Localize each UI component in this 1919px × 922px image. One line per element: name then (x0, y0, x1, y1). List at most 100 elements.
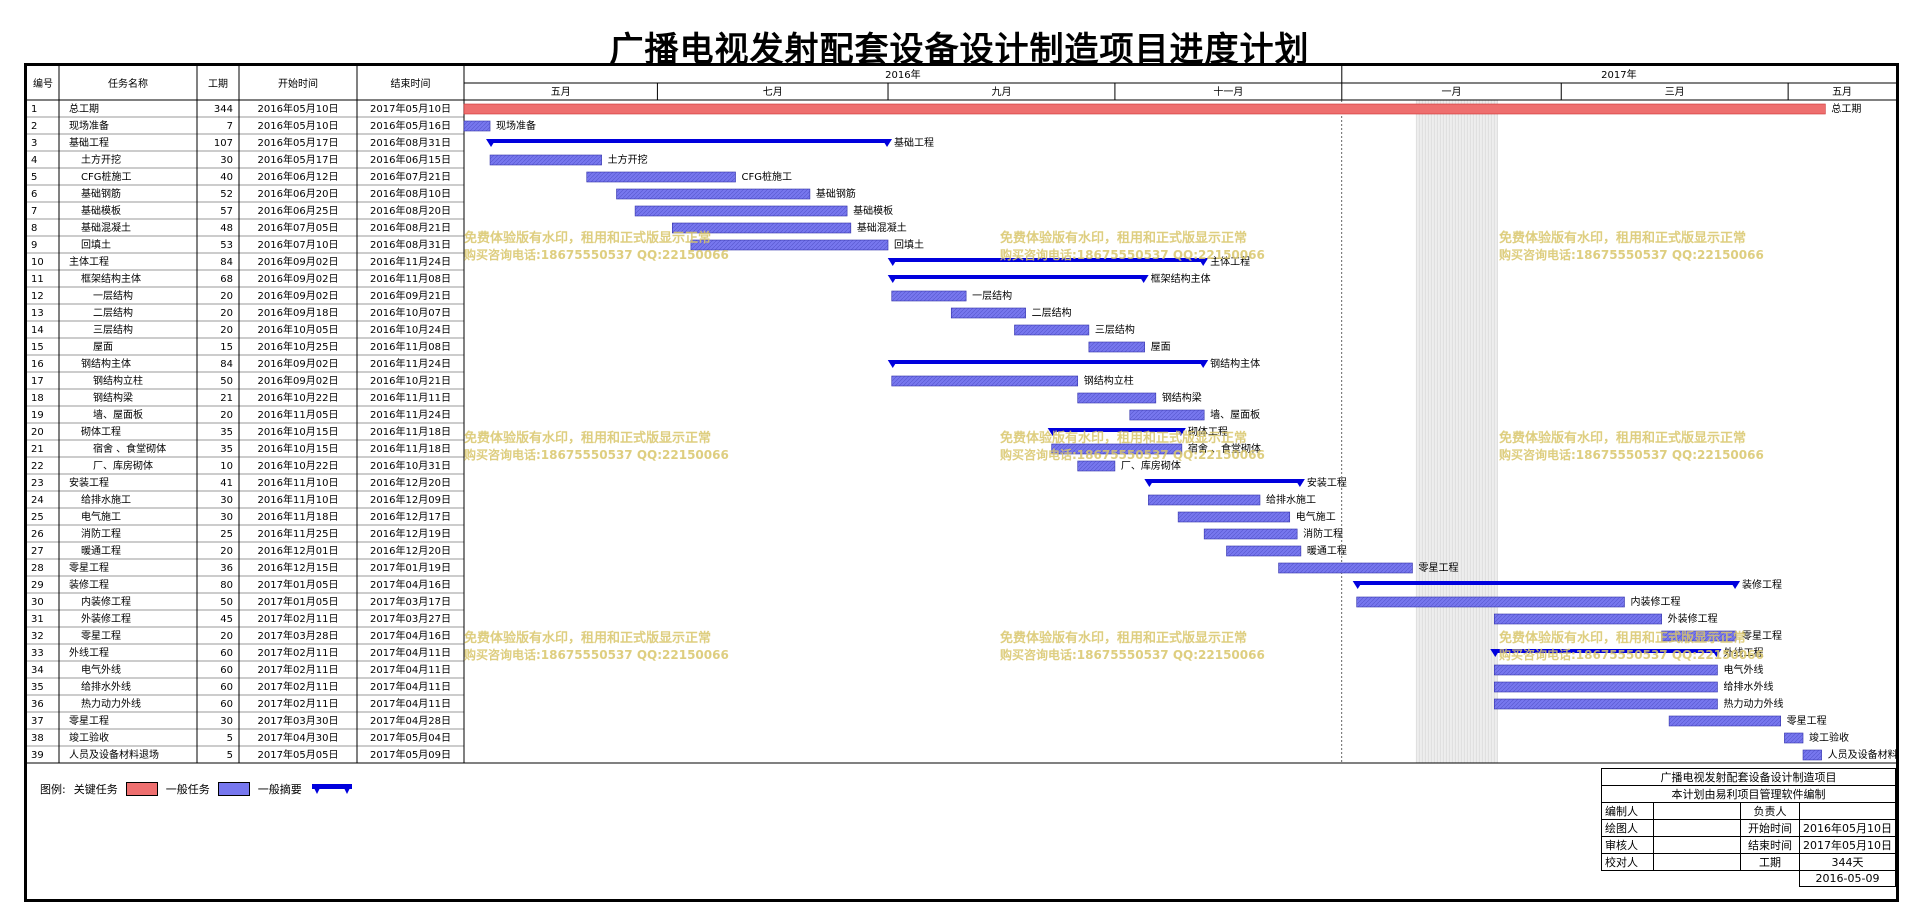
task-end: 2016年05月16日 (370, 119, 451, 132)
task-end: 2016年08月31日 (370, 238, 451, 251)
task-start: 2017年01月05日 (258, 578, 339, 591)
task-name: 钢结构梁 (93, 391, 133, 404)
task-name: 基础工程 (69, 136, 109, 149)
tb-r3-3: 2017年05月10日 (1799, 836, 1896, 854)
bar-label: 内装修工程 (1630, 595, 1680, 608)
task-name: 宿舍 、食堂砌体 (93, 442, 166, 455)
task-duration: 15 (220, 342, 233, 353)
task-duration: 20 (220, 291, 233, 302)
legend: 图例: 关键任务 一般任务 一般摘要 (40, 781, 354, 797)
summary-bar (1356, 581, 1737, 585)
task-id: 34 (31, 665, 44, 676)
bar-label: 主体工程 (1210, 256, 1250, 268)
task-id: 24 (31, 495, 44, 506)
task-id: 9 (31, 240, 37, 251)
task-name: 内装修工程 (81, 595, 131, 608)
task-duration: 344 (214, 104, 233, 115)
summary-start-marker (1352, 581, 1363, 589)
bar-label: 回填土 (894, 238, 924, 251)
task-duration: 50 (220, 597, 233, 608)
tb-r2-3: 2016年05月10日 (1799, 819, 1896, 837)
task-duration: 36 (220, 563, 233, 574)
task-end: 2017年04月16日 (370, 629, 451, 642)
task-start: 2017年02月11日 (258, 680, 339, 693)
task-duration: 107 (214, 138, 233, 149)
task-id: 28 (31, 563, 44, 574)
task-end: 2016年08月21日 (370, 221, 451, 234)
summary-bar (1148, 479, 1301, 483)
task-bar (1784, 732, 1804, 744)
task-name: 给排水外线 (81, 680, 131, 693)
task-end: 2017年03月17日 (370, 595, 451, 608)
task-id: 12 (31, 291, 44, 302)
task-bar (891, 375, 1079, 387)
task-id: 11 (31, 274, 44, 285)
task-bar (1493, 698, 1718, 710)
task-end: 2017年04月11日 (370, 697, 451, 710)
column-header-end: 结束时间 (391, 77, 431, 90)
task-id: 8 (31, 223, 37, 234)
tb-r4-2: 工期 (1740, 853, 1800, 871)
watermark-line1: 免费体验版有水印，租用和正式版显示正常 (1000, 630, 1247, 646)
task-id: 7 (31, 206, 37, 217)
title-block: 广播电视发射配套设备设计制造项目 本计划由易利项目管理软件编制 编制人负责人 绘… (1601, 768, 1896, 887)
summary-end-marker (1198, 258, 1209, 266)
bar-label: 现场准备 (496, 119, 536, 132)
task-name: 框架结构主体 (81, 272, 141, 285)
task-duration: 10 (220, 461, 233, 472)
task-start: 2016年10月15日 (258, 442, 339, 455)
task-end: 2017年04月11日 (370, 680, 451, 693)
task-id: 35 (31, 682, 44, 693)
task-end: 2017年03月27日 (370, 612, 451, 625)
bar-label: 竣工验收 (1809, 731, 1849, 744)
task-duration: 30 (220, 495, 233, 506)
task-start: 2016年11月05日 (258, 408, 339, 421)
task-id: 32 (31, 631, 44, 642)
task-end: 2016年08月10日 (370, 187, 451, 200)
task-start: 2016年07月05日 (258, 221, 339, 234)
task-bar (1493, 613, 1662, 625)
task-duration: 50 (220, 376, 233, 387)
task-end: 2016年08月20日 (370, 204, 451, 217)
watermark-line2: 购买咨询电话:18675550537 QQ:22150066 (464, 447, 729, 462)
task-end: 2016年12月09日 (370, 493, 451, 506)
task-id: 36 (31, 699, 44, 710)
summary-start-marker (1047, 428, 1058, 436)
task-start: 2016年10月05日 (258, 323, 339, 336)
task-name: 基础钢筋 (81, 187, 121, 200)
task-bar (1129, 409, 1205, 421)
task-name: 现场准备 (69, 119, 109, 132)
task-start: 2016年05月10日 (258, 119, 339, 132)
task-bar (891, 290, 967, 302)
task-end: 2017年05月10日 (370, 102, 451, 115)
task-start: 2016年11月10日 (258, 476, 339, 489)
task-bar (1148, 494, 1261, 506)
summary-start-marker (1490, 649, 1501, 657)
task-id: 27 (31, 546, 44, 557)
task-id: 29 (31, 580, 44, 591)
watermark-line2: 购买咨询电话:18675550537 QQ:22150066 (464, 647, 729, 662)
bar-label: 基础钢筋 (816, 187, 856, 200)
task-duration: 60 (220, 682, 233, 693)
task-name: 暖通工程 (81, 544, 121, 557)
task-duration: 35 (220, 427, 233, 438)
task-start: 2016年06月12日 (258, 170, 339, 183)
task-start: 2016年05月17日 (258, 153, 339, 166)
task-duration: 80 (220, 580, 233, 591)
tb-date: 2016-05-09 (1799, 870, 1896, 887)
task-end: 2016年07月21日 (370, 170, 451, 183)
task-name: 屋面 (93, 341, 113, 353)
task-end: 2017年05月04日 (370, 731, 451, 744)
task-duration: 30 (220, 716, 233, 727)
summary-start-marker (887, 258, 898, 266)
task-bar (1661, 630, 1737, 642)
task-name: 消防工程 (81, 527, 121, 540)
watermark-line2: 购买咨询电话:18675550537 QQ:22150066 (1499, 247, 1764, 262)
task-id: 13 (31, 308, 44, 319)
tb-r1-0: 编制人 (1601, 802, 1654, 820)
task-name: 给排水施工 (81, 493, 131, 506)
task-end: 2016年11月08日 (370, 272, 451, 285)
summary-end-marker (1730, 581, 1741, 589)
